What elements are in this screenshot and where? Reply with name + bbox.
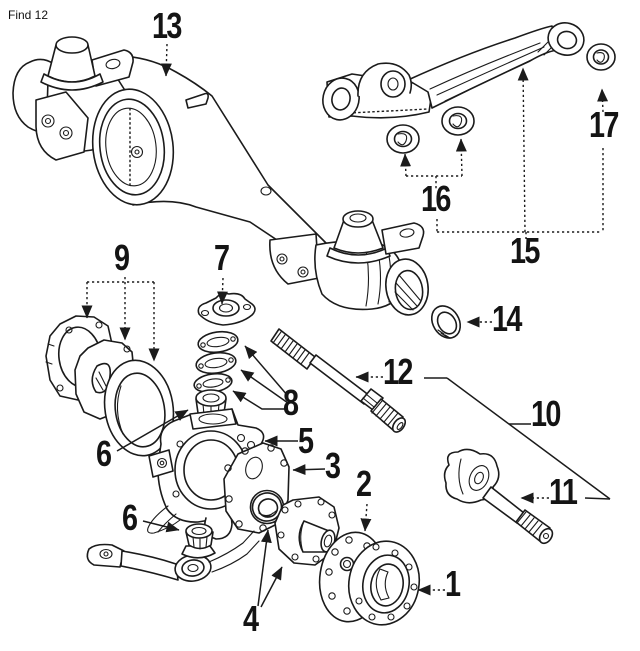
callout-4: 4 <box>243 598 259 639</box>
callout-3: 3 <box>325 445 341 486</box>
bushing-drawings <box>386 43 616 154</box>
callout-10: 10 <box>531 393 561 434</box>
callout-15: 15 <box>510 230 540 271</box>
find-label: Find 12 <box>8 8 49 22</box>
callout-7-leader <box>216 277 228 305</box>
radius-arm-drawing <box>322 22 585 121</box>
spindle-seal-drawing <box>251 492 283 522</box>
axle-housing-drawing <box>12 36 429 316</box>
dust-cover-drawing <box>274 496 340 566</box>
callout-17-leader <box>597 88 609 113</box>
axle-shaft-drawing <box>270 328 407 433</box>
callout-17: 17 <box>589 104 619 145</box>
callout-2-leader <box>360 503 372 532</box>
leader-lines <box>81 43 611 608</box>
callout-3-leader <box>292 464 326 476</box>
callout-7: 7 <box>214 237 230 278</box>
shim-stack-drawing <box>193 330 239 394</box>
callout-12: 12 <box>383 351 413 392</box>
bearing-cap-drawing <box>197 292 256 326</box>
callout-6b-leader <box>142 520 180 533</box>
steering-knuckle-drawing <box>147 408 265 540</box>
callout-15-leader <box>517 67 529 233</box>
gasket-stack-drawing <box>45 315 175 457</box>
callout-8: 8 <box>283 382 299 423</box>
lower-bearing-drawing <box>181 523 216 559</box>
callout-6-lower: 6 <box>122 497 138 538</box>
callout-9: 9 <box>114 237 130 278</box>
callout-5: 5 <box>298 420 314 461</box>
callout-6a-leader <box>116 409 189 452</box>
callout-1: 1 <box>445 563 461 604</box>
callout-2: 2 <box>356 463 372 504</box>
callout-13: 13 <box>152 5 182 46</box>
callout-4-leader <box>257 529 272 607</box>
callout-14: 14 <box>492 298 522 339</box>
steering-arm-drawing <box>86 530 260 582</box>
oil-seal-drawing <box>430 305 462 339</box>
callout-6-upper: 6 <box>96 433 112 474</box>
callout-10-leader <box>446 377 611 500</box>
callout-8-leader <box>244 345 289 397</box>
callout-16: 16 <box>421 178 451 219</box>
callout-13-leader <box>160 43 172 77</box>
callout-11: 11 <box>549 471 578 512</box>
cv-joint-drawing <box>443 448 554 545</box>
